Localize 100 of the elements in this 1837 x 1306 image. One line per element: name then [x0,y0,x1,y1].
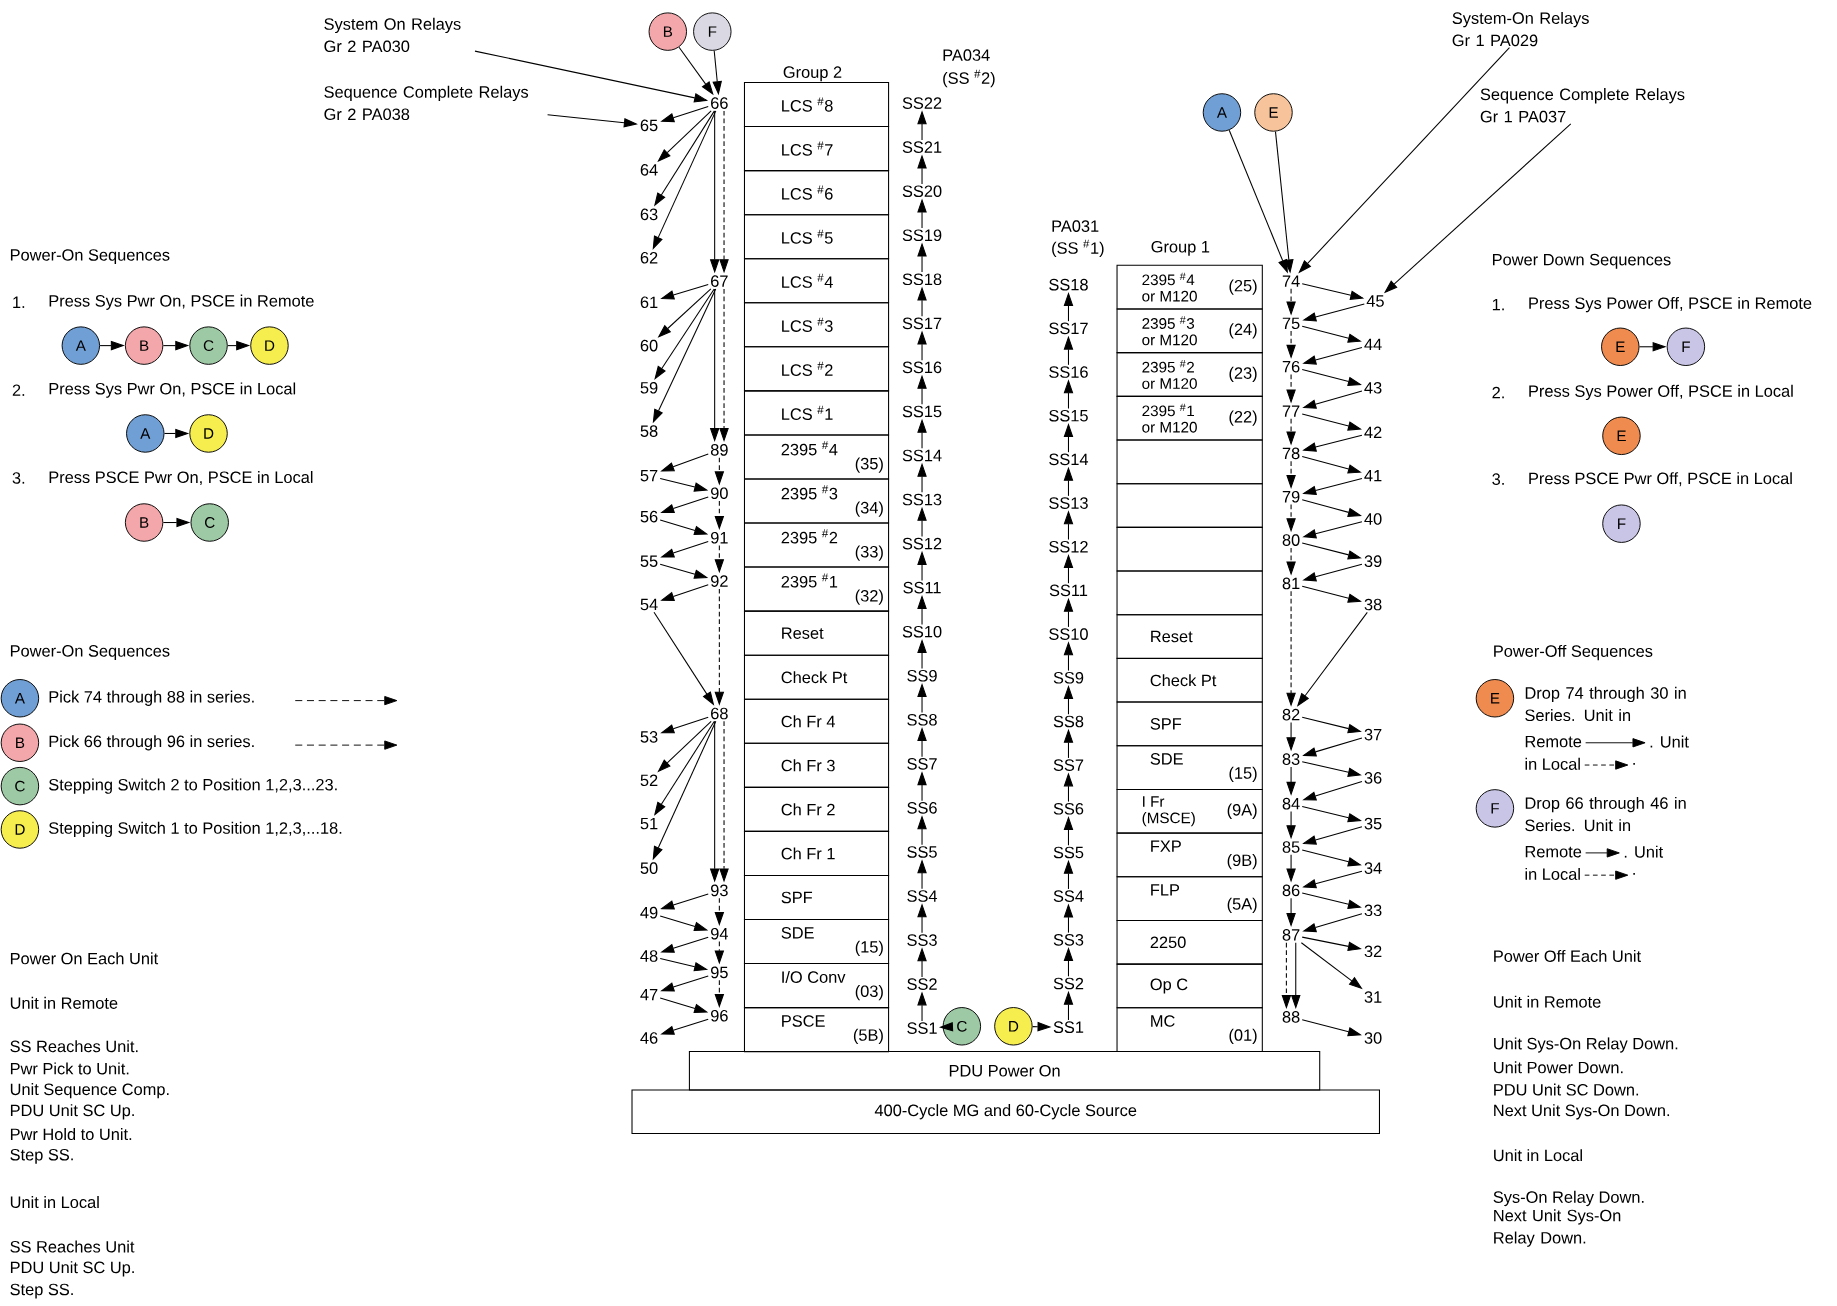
unit-box: LCS $^{#}$3 [743,302,890,348]
unit-box: 2250 [1116,919,1263,965]
relay-number: 63 [640,208,658,221]
note-text: Unit Power Down. [1494,1061,1623,1074]
relay-number: 94 [711,927,728,940]
stepping-switch-label: SS17 [1049,322,1088,335]
relay-number: 34 [1364,862,1382,874]
source-bar: 400-Cycle MG and 60-Cycle Source [631,1089,1380,1134]
relay-number: 58 [640,425,658,437]
stepping-switch-label: SS13 [902,493,942,506]
stepping-switch-label: SS1 [907,1022,937,1034]
stepping-switch-label: SS5 [1053,846,1084,859]
stepping-switch-label: SS2 [907,978,937,990]
stepping-switch-label: SS7 [1053,759,1084,771]
heading: Power Off Each Unit [1494,949,1641,962]
note-text: PDU Unit SC Up. [10,1104,134,1120]
unit-box: Ch Fr 1 [743,830,890,876]
relay-number: 89 [710,443,728,456]
stepping-switch-label: SS12 [1049,540,1088,553]
relay-number: 95 [711,966,728,979]
step-number: 3. [1492,473,1504,485]
relay-number: 52 [640,774,658,786]
note-text: Next Unit Sys-On Relay Down. [1494,1209,1621,1247]
relay-number: 45 [1366,295,1384,307]
heading: Power-On Sequences [10,645,170,660]
stepping-switch-label: SS19 [902,229,942,241]
note-text: Next Unit Sys-On Down. [1494,1104,1670,1120]
step-text: Press PSCE Pwr On, PSCE in Local [49,470,313,485]
note-text: PDU Unit SC Down. [1494,1083,1639,1096]
stepping-switch-label: SS8 [1053,715,1084,728]
unit-box: 2395 $^{#}$4 or M120 (25) [1116,264,1263,310]
relay-number: 75 [1282,317,1300,329]
relay-number: 77 [1282,405,1300,417]
stepping-switch-label: SS17 [902,317,942,329]
note-text: Pwr Pick to Unit. [10,1062,129,1075]
relay-number: 46 [640,1032,658,1044]
note-text: Unit in Local [1494,1149,1582,1162]
unit-box: I Fr (MSCE) (9A) [1116,788,1263,834]
note-text: Unit in Remote [1494,995,1601,1008]
note-text: Step SS. [10,1283,73,1299]
stepping-switch-label: SS9 [1053,671,1084,684]
stepping-switch-label: SS15 [902,405,942,418]
unit-box: 2395 $^{#}$1 (32) [743,566,890,612]
relay-number: 62 [640,251,658,264]
legend-text: Drop 74 through 30 in Series. Unit in [1525,686,1686,721]
switch-heading: PA034 [943,49,990,61]
relay-number: 53 [640,730,658,743]
note-text: SS Reaches Unit. [10,1040,138,1053]
column-heading: Group 2 [783,66,842,82]
relay-number: 56 [640,510,658,523]
unit-box: Op C [1116,963,1263,1009]
unit-box: Ch Fr 2 [743,786,890,832]
step-text: Press Sys Pwr On, PSCE in Local [49,382,296,398]
relay-number: 32 [1364,945,1382,957]
step-number: 2. [12,384,25,396]
relay-number: 59 [640,381,658,394]
relay-number: 41 [1364,469,1382,482]
heading: Power-On Sequences [10,249,170,264]
relay-number: 78 [1282,447,1300,460]
step-number: 1. [1492,298,1504,311]
unit-box: LCS $^{#}$6 [743,169,890,216]
relay-number: 80 [1282,534,1300,546]
relay-number: 38 [1364,598,1382,611]
relay-number: 83 [1282,753,1300,765]
stepping-switch-label: SS21 [902,141,942,153]
relay-number: 57 [640,469,658,482]
relay-number: 90 [711,487,728,499]
relay-number: 60 [640,339,658,352]
stepping-switch-label: SS14 [1049,453,1089,466]
legend-text: Remote [1525,845,1582,858]
unit-box [1116,570,1263,616]
relay-number: 35 [1364,817,1382,830]
relay-number: 43 [1364,381,1382,394]
stepping-switch-label: SS14 [902,449,942,462]
stepping-switch-label: SS4 [907,890,938,902]
stepping-switch-label: SS18 [1049,278,1088,291]
relay-number: 87 [1282,928,1300,941]
stepping-switch-label: SS1 [1053,1021,1084,1033]
relay-number: 96 [711,1009,728,1022]
relay-number: 37 [1364,728,1382,741]
relay-number: 51 [640,817,658,830]
unit-box: SDE (15) [1116,745,1263,790]
step-number: 3. [12,472,25,484]
note-text: Unit in Local [10,1195,99,1208]
unit-box [1116,483,1263,528]
step-text: Press Sys Power Off, PSCE in Remote [1529,296,1812,313]
legend-text: Pick 74 through 88 in series. [49,690,254,706]
relay-number: 84 [1282,797,1300,810]
stepping-switch-label: SS16 [1049,366,1088,378]
heading: Power Down Sequences [1493,253,1671,269]
callout-text: Sequence Complete Relays Gr 2 PA038 [324,85,529,120]
stepping-switch-label: SS11 [1049,584,1088,597]
unit-box: LCS $^{#}$1 [743,390,890,436]
step-number: 2. [1492,386,1504,399]
relay-number: 40 [1364,513,1382,525]
unit-box: FLP (5A) [1116,876,1263,921]
relay-number: 81 [1282,577,1300,590]
heading: Power-Off Sequences [1494,644,1653,661]
note-text: Unit Sequence Comp. [10,1082,169,1099]
stepping-switch-label: SS11 [903,581,941,594]
